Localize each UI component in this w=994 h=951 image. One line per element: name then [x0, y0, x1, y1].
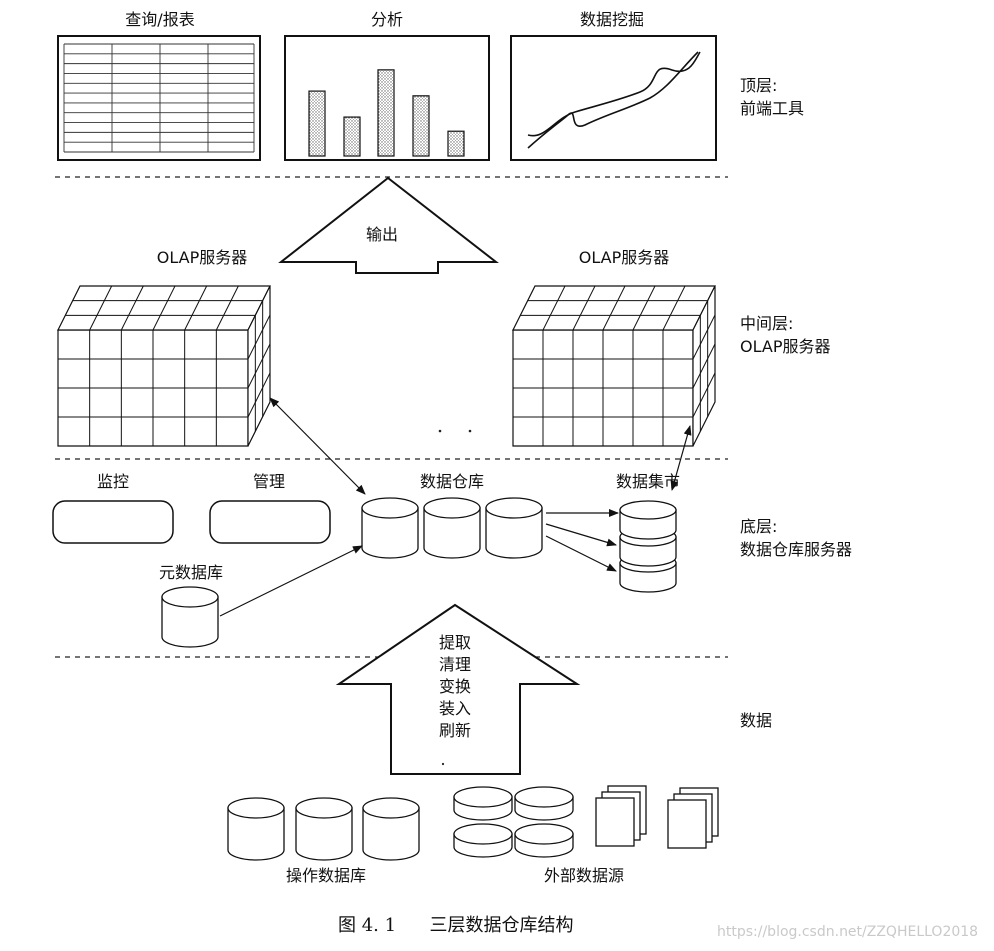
cube-right-to-mart-arrow [670, 425, 692, 491]
cube-grid-line [662, 285, 686, 331]
cube-grid-line [692, 372, 716, 418]
data-layer-label: 数据 [740, 711, 773, 730]
cube-grid-line [89, 285, 113, 331]
data-warehouse-label: 数据仓库 [419, 472, 485, 491]
connector-arrows [219, 397, 692, 617]
cube-grid-line [120, 285, 144, 331]
operational-db-cylinder [227, 797, 285, 861]
analysis-bar [412, 95, 430, 157]
analysis-bar [377, 69, 395, 157]
data-mining-label: 数据挖掘 [579, 10, 645, 29]
analysis-bar [343, 116, 361, 157]
layer-separators [55, 176, 728, 658]
bottom-layer-desc: 数据仓库服务器 [740, 540, 853, 559]
etl-step-transform: 变换 [438, 677, 471, 696]
olap-cube-left [57, 285, 271, 447]
middle-layer-desc: OLAP服务器 [740, 337, 831, 356]
cube-grid-line [247, 372, 271, 418]
watermark: https://blog.csdn.net/ZZQHELLO2018 [717, 924, 979, 940]
dw-to-mart-arrow-3 [545, 535, 617, 572]
cube-grid-line [247, 314, 271, 360]
etl-arrow [335, 603, 581, 775]
etl-step-extract: 提取 [438, 633, 471, 652]
document-stack [595, 785, 647, 847]
external-sources-label: 外部数据源 [543, 866, 625, 885]
etl-step-refresh: 刷新 [438, 721, 471, 740]
dw-cylinder [423, 497, 481, 559]
external-disk [514, 823, 574, 858]
output-arrow [278, 176, 499, 274]
cube-grid-line [692, 343, 716, 389]
external-disk [453, 823, 513, 858]
top-layer-desc: 前端工具 [740, 99, 805, 118]
cube-grid-line [542, 285, 566, 331]
query-report-label: 查询/报表 [125, 10, 195, 29]
meta-to-dw-arrow [219, 545, 363, 617]
external-disk [453, 786, 513, 821]
olap-cube-right [512, 285, 716, 447]
analysis-bar [308, 90, 326, 157]
dw-cylinder [485, 497, 543, 559]
cube-grid-line [152, 285, 176, 331]
olap-server-left-label: OLAP服务器 [156, 248, 248, 267]
figure-caption: 图 4. 1 三层数据仓库结构 [338, 911, 574, 937]
etl-step-clean: 清理 [438, 655, 471, 674]
output-label: 输出 [365, 225, 399, 244]
dw-to-mart-arrow-2 [545, 523, 617, 547]
etl-step-load: 装入 [438, 699, 471, 718]
cube-grid-line [215, 285, 239, 331]
data-mart-disk [619, 500, 677, 540]
query-report-panel [57, 35, 261, 161]
metadata-repo-label: 元数据库 [158, 563, 224, 582]
cube-grid-line [247, 343, 271, 389]
cube-grid-line [184, 285, 208, 331]
document-stack [667, 787, 719, 849]
monitor-label: 监控 [96, 472, 130, 491]
data-mart-label: 数据集市 [615, 472, 681, 491]
data-mining-panel [510, 35, 717, 161]
middle-layer-title: 中间层: [740, 314, 794, 333]
olap-server-right-label: OLAP服务器 [578, 248, 670, 267]
etl-steps: 提取 清理 变换 装入 刷新 [425, 632, 485, 742]
operational-db-label: 操作数据库 [285, 866, 367, 885]
operational-db-cylinder [362, 797, 420, 861]
cube-grid-line [572, 285, 596, 331]
mining-curve-2 [527, 51, 701, 137]
external-disk [514, 786, 574, 821]
metadata-cylinder [161, 586, 219, 648]
bottom-layer-title: 底层: [740, 517, 778, 536]
analysis-panel [284, 35, 490, 161]
mining-curve-1 [527, 51, 699, 149]
cube-grid-line [632, 285, 656, 331]
analysis-bar [447, 130, 465, 157]
manage-box [209, 500, 331, 544]
cube-left-to-dw-arrow [269, 397, 366, 495]
monitor-box [52, 500, 174, 544]
figure-number: 图 4. 1 [338, 915, 397, 936]
operational-db-cylinder [295, 797, 353, 861]
figure-title: 三层数据仓库结构 [429, 915, 574, 936]
analysis-label: 分析 [370, 10, 404, 29]
top-layer-title: 顶层: [740, 76, 778, 95]
manage-label: 管理 [252, 472, 286, 491]
cube-grid-line [602, 285, 626, 331]
dw-cylinder [361, 497, 419, 559]
cube-grid-line [692, 314, 716, 360]
